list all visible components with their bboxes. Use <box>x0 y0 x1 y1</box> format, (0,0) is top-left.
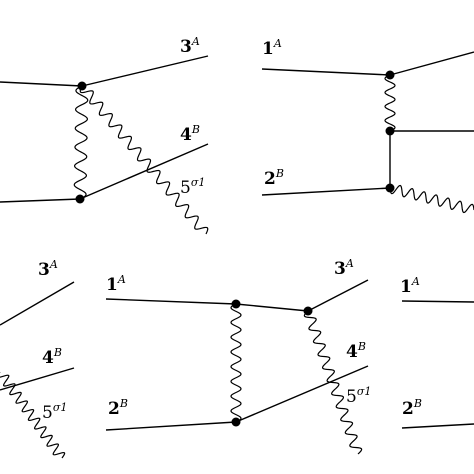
vertex-dot <box>385 70 395 80</box>
diagram-top-right: 1A 2B <box>261 37 474 214</box>
particle-label-3A: 3A <box>334 257 354 279</box>
external-line <box>81 55 209 87</box>
particle-label-1A: 1A <box>262 37 282 59</box>
vertex-dot <box>77 81 87 91</box>
wavy-emission <box>303 310 363 455</box>
external-line <box>105 298 237 305</box>
particle-label-5-sigma1: 5σ1 <box>180 176 205 198</box>
vertex-dot <box>231 299 241 309</box>
external-line <box>0 198 81 203</box>
external-line <box>0 81 83 87</box>
external-line <box>0 281 75 326</box>
particle-label-2B: 2B <box>264 167 284 189</box>
vertex-dot <box>231 417 241 427</box>
internal-line <box>235 303 309 312</box>
diagram-top-left: 3A 4B 5σ1 <box>0 35 209 235</box>
particle-label-5-sigma1: 5σ1 <box>346 385 371 407</box>
particle-label-1A: 1A <box>106 273 126 295</box>
external-line <box>261 68 391 76</box>
particle-label-2B: 2B <box>108 397 128 419</box>
diagram-bottom-left: 3A 4B 5σ1 <box>0 258 75 459</box>
wavy-emission <box>0 372 66 459</box>
particle-label-3A: 3A <box>180 35 200 57</box>
vertex-dot <box>75 194 85 204</box>
external-line <box>307 279 369 312</box>
particle-label-4B: 4B <box>346 340 366 362</box>
particle-label-3A: 3A <box>38 258 58 280</box>
wavy-propagator <box>230 303 242 423</box>
external-line <box>105 421 237 431</box>
external-line <box>401 423 474 429</box>
particle-label-4B: 4B <box>180 123 200 145</box>
diagram-bottom-middle: 1A 2B 3A 4B 5σ1 <box>105 257 371 455</box>
particle-label-4B: 4B <box>42 346 62 368</box>
vertex-dot <box>303 306 313 316</box>
external-line <box>235 365 369 423</box>
external-line <box>401 300 474 303</box>
vertex-dot <box>385 183 395 193</box>
external-line <box>389 51 474 76</box>
wavy-propagator <box>73 85 89 200</box>
vertex-dot <box>385 126 395 136</box>
external-line <box>0 367 75 391</box>
external-line <box>261 187 391 196</box>
diagram-bottom-right: 1A 2B <box>400 275 474 429</box>
wavy-propagator <box>384 74 396 132</box>
external-line <box>79 143 209 200</box>
particle-label-2B: 2B <box>402 397 422 419</box>
particle-label-5-sigma1: 5σ1 <box>42 401 67 423</box>
particle-label-1A: 1A <box>400 275 420 297</box>
wavy-emission <box>389 184 474 214</box>
wavy-emission <box>79 85 209 235</box>
